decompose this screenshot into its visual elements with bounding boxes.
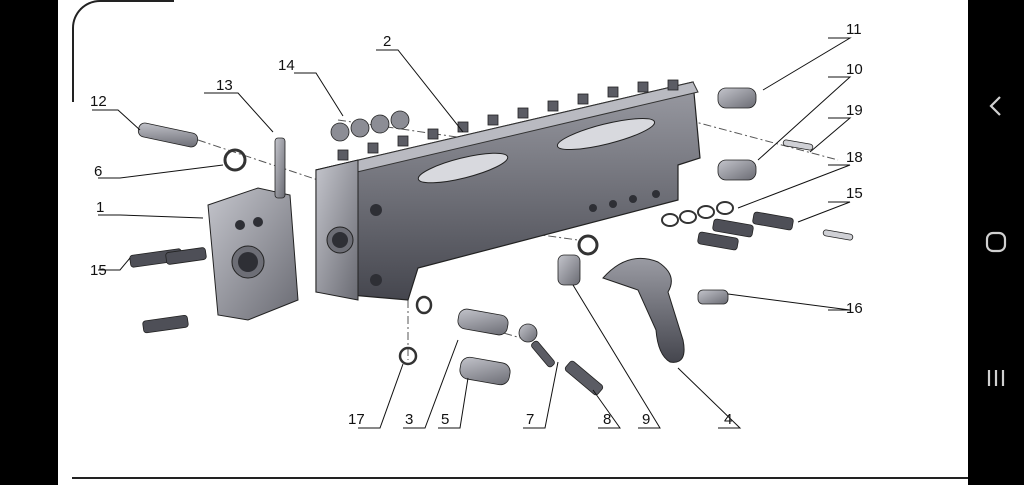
system-navigation-bar (968, 0, 1024, 485)
callout-9: 9 (642, 411, 650, 428)
callout-13: 13 (216, 77, 233, 94)
callout-1: 1 (96, 199, 104, 216)
exploded-parts-diagram: 1 2 3 4 5 6 7 8 9 10 11 12 13 14 15 15 1… (90, 21, 863, 429)
drawing-frame-bottom (72, 477, 968, 479)
drawing-frame-corner (72, 0, 174, 102)
callout-15-left: 15 (90, 262, 107, 279)
callout-7: 7 (526, 411, 534, 428)
washer-and-screw-set (661, 201, 794, 251)
upper-receiver-rail (315, 79, 701, 301)
callout-2: 2 (383, 33, 391, 50)
small-parts (129, 87, 854, 396)
callout-10: 10 (846, 61, 863, 78)
callout-12: 12 (90, 93, 107, 110)
callout-11: 11 (846, 21, 862, 38)
callout-8: 8 (603, 411, 611, 428)
back-button[interactable] (976, 86, 1016, 126)
callout-18: 18 (846, 149, 863, 166)
callout-5: 5 (441, 411, 449, 428)
callout-17: 17 (348, 411, 365, 428)
chevron-left-icon (989, 96, 1001, 116)
recents-bars-icon (987, 370, 1005, 386)
callout-16: 16 (846, 300, 863, 317)
callout-15-right: 15 (846, 185, 863, 202)
home-circle-icon (985, 231, 1007, 253)
home-button[interactable] (976, 222, 1016, 262)
lower-block-part (207, 187, 299, 321)
callout-6: 6 (94, 163, 102, 180)
callout-4: 4 (724, 411, 732, 428)
image-viewer[interactable]: 1 2 3 4 5 6 7 8 9 10 11 12 13 14 15 15 1… (58, 0, 968, 485)
recents-button[interactable] (976, 358, 1016, 398)
trigger-lever (602, 257, 685, 363)
callout-14: 14 (278, 57, 295, 74)
callout-3: 3 (405, 411, 413, 428)
callout-19: 19 (846, 102, 863, 119)
